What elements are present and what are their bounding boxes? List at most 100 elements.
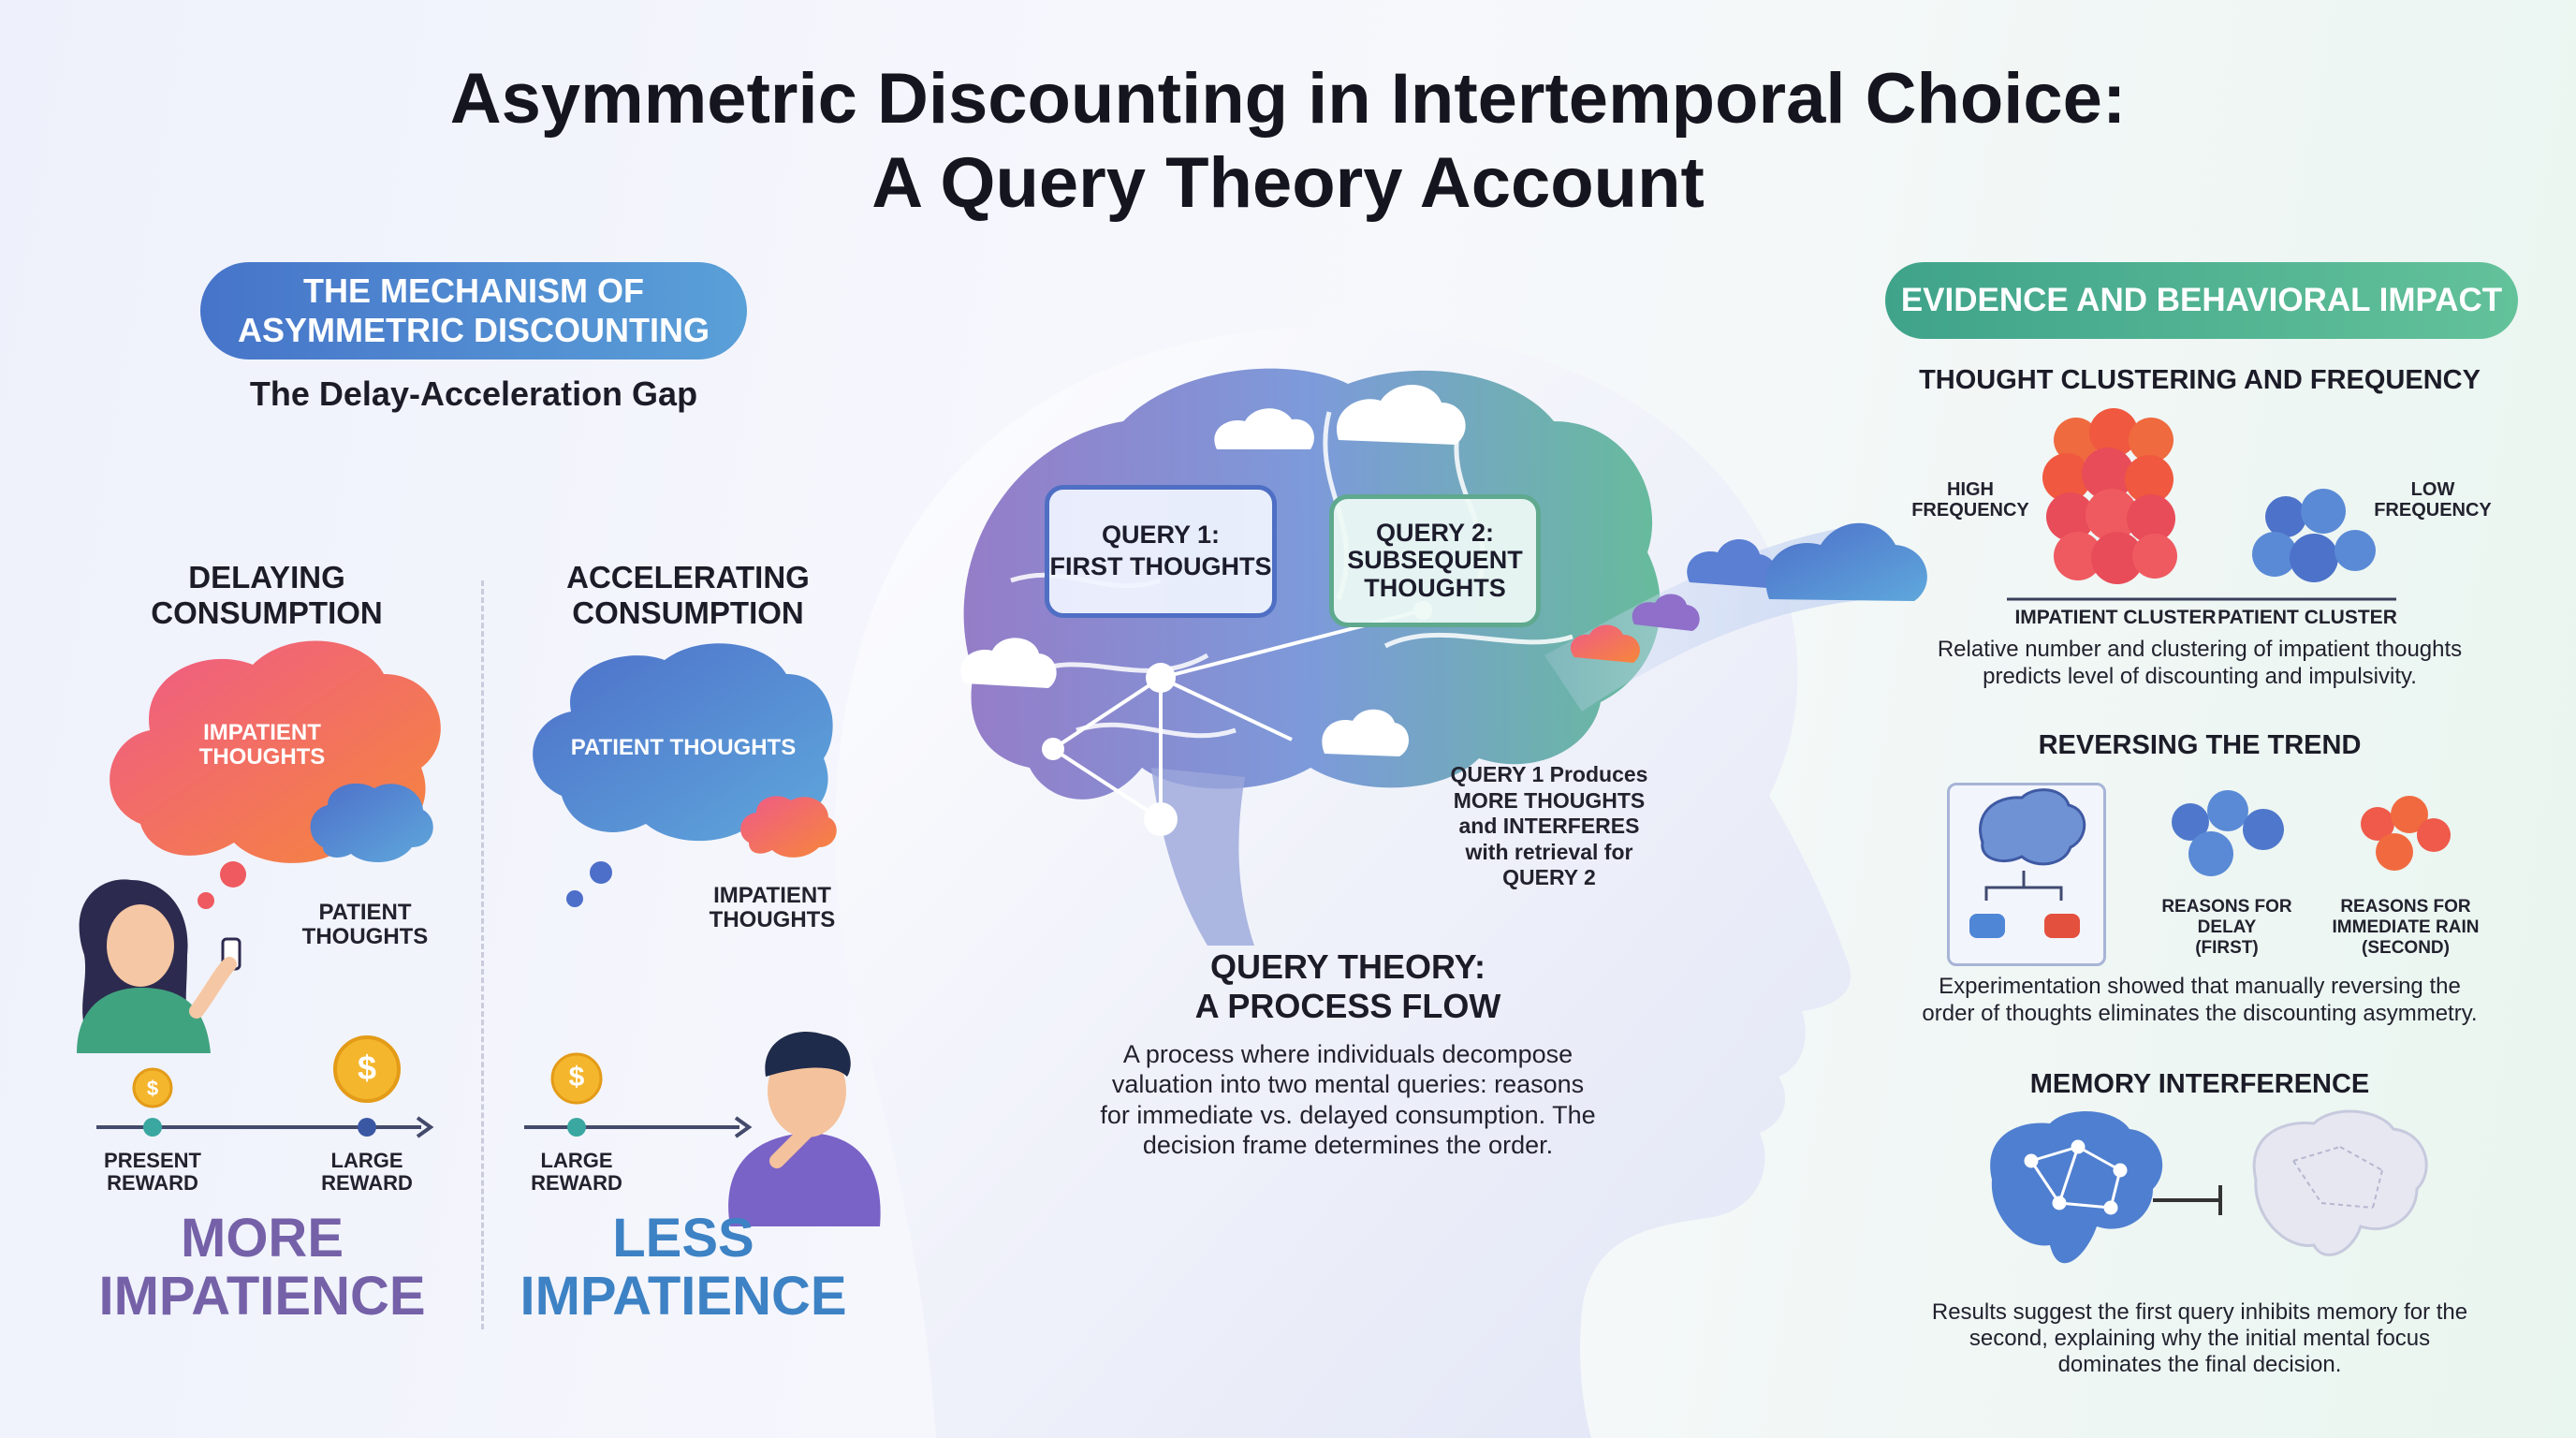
large-reward-accel-line-2: REWARD <box>531 1171 622 1196</box>
delay-line-1: REASONS FOR <box>2161 897 2292 917</box>
reasons-for-immediate-label: REASONS FOR IMMEDIATE RAIN (SECOND) <box>2323 897 2488 959</box>
delaying-heading-line-2: CONSUMPTION <box>151 594 383 630</box>
accelerating-reward-dot <box>567 1118 586 1137</box>
large-reward-label-accelerating: LARGE REWARD <box>511 1149 642 1196</box>
large-reward-accel-line-1: LARGE <box>540 1149 613 1172</box>
large-reward-dot <box>358 1118 376 1137</box>
white-cloud-1 <box>1214 408 1314 449</box>
flow-text-line-2: valuation into two mental queries: reaso… <box>1111 1070 1585 1099</box>
process-flow-heading: QUERY THEORY: A PROCESS FLOW <box>1095 947 1601 1027</box>
low-frequency-line-1: LOW <box>2410 479 2455 500</box>
impatient-thought-cloud-small <box>740 796 837 858</box>
accelerating-heading-line-2: CONSUMPTION <box>572 594 804 630</box>
high-frequency-line-1: HIGH <box>1947 479 1994 500</box>
large-reward-delaying-line-2: REWARD <box>321 1171 413 1196</box>
mechanism-header-pill: THE MECHANISM OF ASYMMETRIC DISCOUNTING <box>200 262 747 360</box>
query-2-line-1: QUERY 2: <box>1375 519 1495 548</box>
present-reward-line-2: REWARD <box>107 1171 198 1196</box>
accelerating-heading: ACCELERATING CONSUMPTION <box>505 560 871 631</box>
white-cloud-2 <box>1337 384 1466 445</box>
reversing-description: Experimentation showed that manually rev… <box>1863 974 2537 1028</box>
delaying-heading-line-1: DELAYING <box>188 560 345 594</box>
large-reward-label-delaying: LARGE REWARD <box>301 1149 432 1196</box>
coin-symbol-small: $ <box>146 1077 159 1100</box>
note-line-4: with retrieval for <box>1465 839 1633 864</box>
coin-icon-large <box>333 1035 401 1103</box>
less-impatience-line-1: LESS <box>612 1208 754 1269</box>
faded-memory-brain-icon <box>2252 1109 2428 1256</box>
more-impatience-line-1: MORE <box>181 1208 344 1269</box>
patient-cluster-label: PATIENT CLUSTER <box>2217 607 2397 628</box>
note-line-5: QUERY 2 <box>1502 865 1596 890</box>
memory-text-line-2: second, explaining why the initial menta… <box>1969 1325 2431 1351</box>
immediate-reasons-bubbles <box>2361 796 2451 871</box>
impatient-thoughts-small-label: IMPATIENT THOUGHTS <box>702 883 842 933</box>
white-cloud-4 <box>1322 709 1410 756</box>
less-impatience-outcome: LESS IMPATIENCE <box>487 1208 880 1328</box>
blue-switch-icon <box>1969 914 2005 938</box>
present-reward-label: PRESENT REWARD <box>87 1149 218 1196</box>
immediate-line-3: (SECOND) <box>2362 938 2450 959</box>
impatient-thoughts-label: IMPATIENT THOUGHTS <box>159 720 365 770</box>
high-frequency-label: HIGH FREQUENCY <box>1910 479 2031 521</box>
orange-thought-cloud <box>1570 624 1640 663</box>
patient-thoughts-small-label: PATIENT THOUGHTS <box>295 900 435 950</box>
evidence-header-pill: EVIDENCE AND BEHAVIORAL IMPACT <box>1885 262 2518 339</box>
query-1-interference-note: QUERY 1 Produces MORE THOUGHTS and INTER… <box>1432 762 1666 891</box>
query-1-line-2: FIRST THOUGHTS <box>1049 552 1272 580</box>
less-impatience-line-2: IMPATIENCE <box>520 1266 847 1328</box>
coin-symbol-large: $ <box>357 1049 377 1087</box>
query-1-box: QUERY 1: FIRST THOUGHTS <box>1045 485 1277 618</box>
active-memory-brain-icon <box>1990 1111 2163 1264</box>
red-switch-icon <box>2044 914 2080 938</box>
blue-thought-cloud-1 <box>1687 538 1778 588</box>
low-frequency-line-2: FREQUENCY <box>2374 500 2492 521</box>
query-2-box: QUERY 2: SUBSEQUENT THOUGHTS <box>1329 494 1541 627</box>
query-2-line-3: THOUGHTS <box>1364 573 1506 602</box>
delaying-heading: DELAYING CONSUMPTION <box>84 560 449 631</box>
reasons-for-delay-label: REASONS FOR DELAY (FIRST) <box>2147 897 2306 959</box>
impatient-label-line-1: IMPATIENT <box>203 720 321 745</box>
accelerating-heading-line-1: ACCELERATING <box>566 560 810 594</box>
clustering-description: Relative number and clustering of impati… <box>1863 637 2537 691</box>
title-line-1: Asymmetric Discounting in Intertemporal … <box>449 59 2127 139</box>
title-line-2: A Query Theory Account <box>871 143 1705 223</box>
reversing-heading: REVERSING THE TREND <box>2038 730 2362 760</box>
patient-cluster-bubbles <box>2252 489 2376 582</box>
mechanism-header-line-1: THE MECHANISM OF <box>303 271 644 310</box>
mechanism-header-line-2: ASYMMETRIC DISCOUNTING <box>238 311 710 349</box>
present-reward-dot <box>143 1118 162 1137</box>
high-frequency-line-2: FREQUENCY <box>1911 500 2029 521</box>
low-frequency-label: LOW FREQUENCY <box>2372 479 2494 521</box>
query-1-line-1: QUERY 1: <box>1101 521 1221 550</box>
flow-heading-line-1: QUERY THEORY: <box>1209 947 1486 986</box>
more-impatience-line-2: IMPATIENCE <box>98 1266 426 1328</box>
white-cloud-3 <box>960 638 1057 688</box>
delay-line-3: (FIRST) <box>2195 938 2259 959</box>
memory-text-line-3: dominates the final decision. <box>2057 1351 2342 1377</box>
patient-thoughts-label: PATIENT THOUGHTS <box>570 735 797 760</box>
impatient-cluster-label: IMPATIENT CLUSTER <box>2014 607 2217 628</box>
coin-icon-small <box>132 1067 173 1108</box>
note-line-1: QUERY 1 Produces <box>1450 762 1648 786</box>
blue-thought-cloud-2 <box>1765 522 1927 601</box>
delay-line-2: DELAY <box>2197 917 2257 938</box>
patient-small-line-1: PATIENT <box>318 900 412 925</box>
reversing-text-line-2: order of thoughts eliminates the discoun… <box>1922 1000 2478 1026</box>
patient-small-line-2: THOUGHTS <box>301 924 429 950</box>
note-line-2: MORE THOUGHTS <box>1453 787 1646 813</box>
immediate-line-2: IMMEDIATE RAIN <box>2332 917 2480 938</box>
flow-text-line-3: for immediate vs. delayed consumption. T… <box>1100 1100 1596 1129</box>
more-impatience-outcome: MORE IMPATIENCE <box>66 1208 459 1328</box>
delay-acceleration-subtitle: The Delay-Acceleration Gap <box>249 374 698 413</box>
immediate-line-1: REASONS FOR <box>2340 897 2471 917</box>
impatient-cluster-bubbles <box>2042 408 2177 584</box>
